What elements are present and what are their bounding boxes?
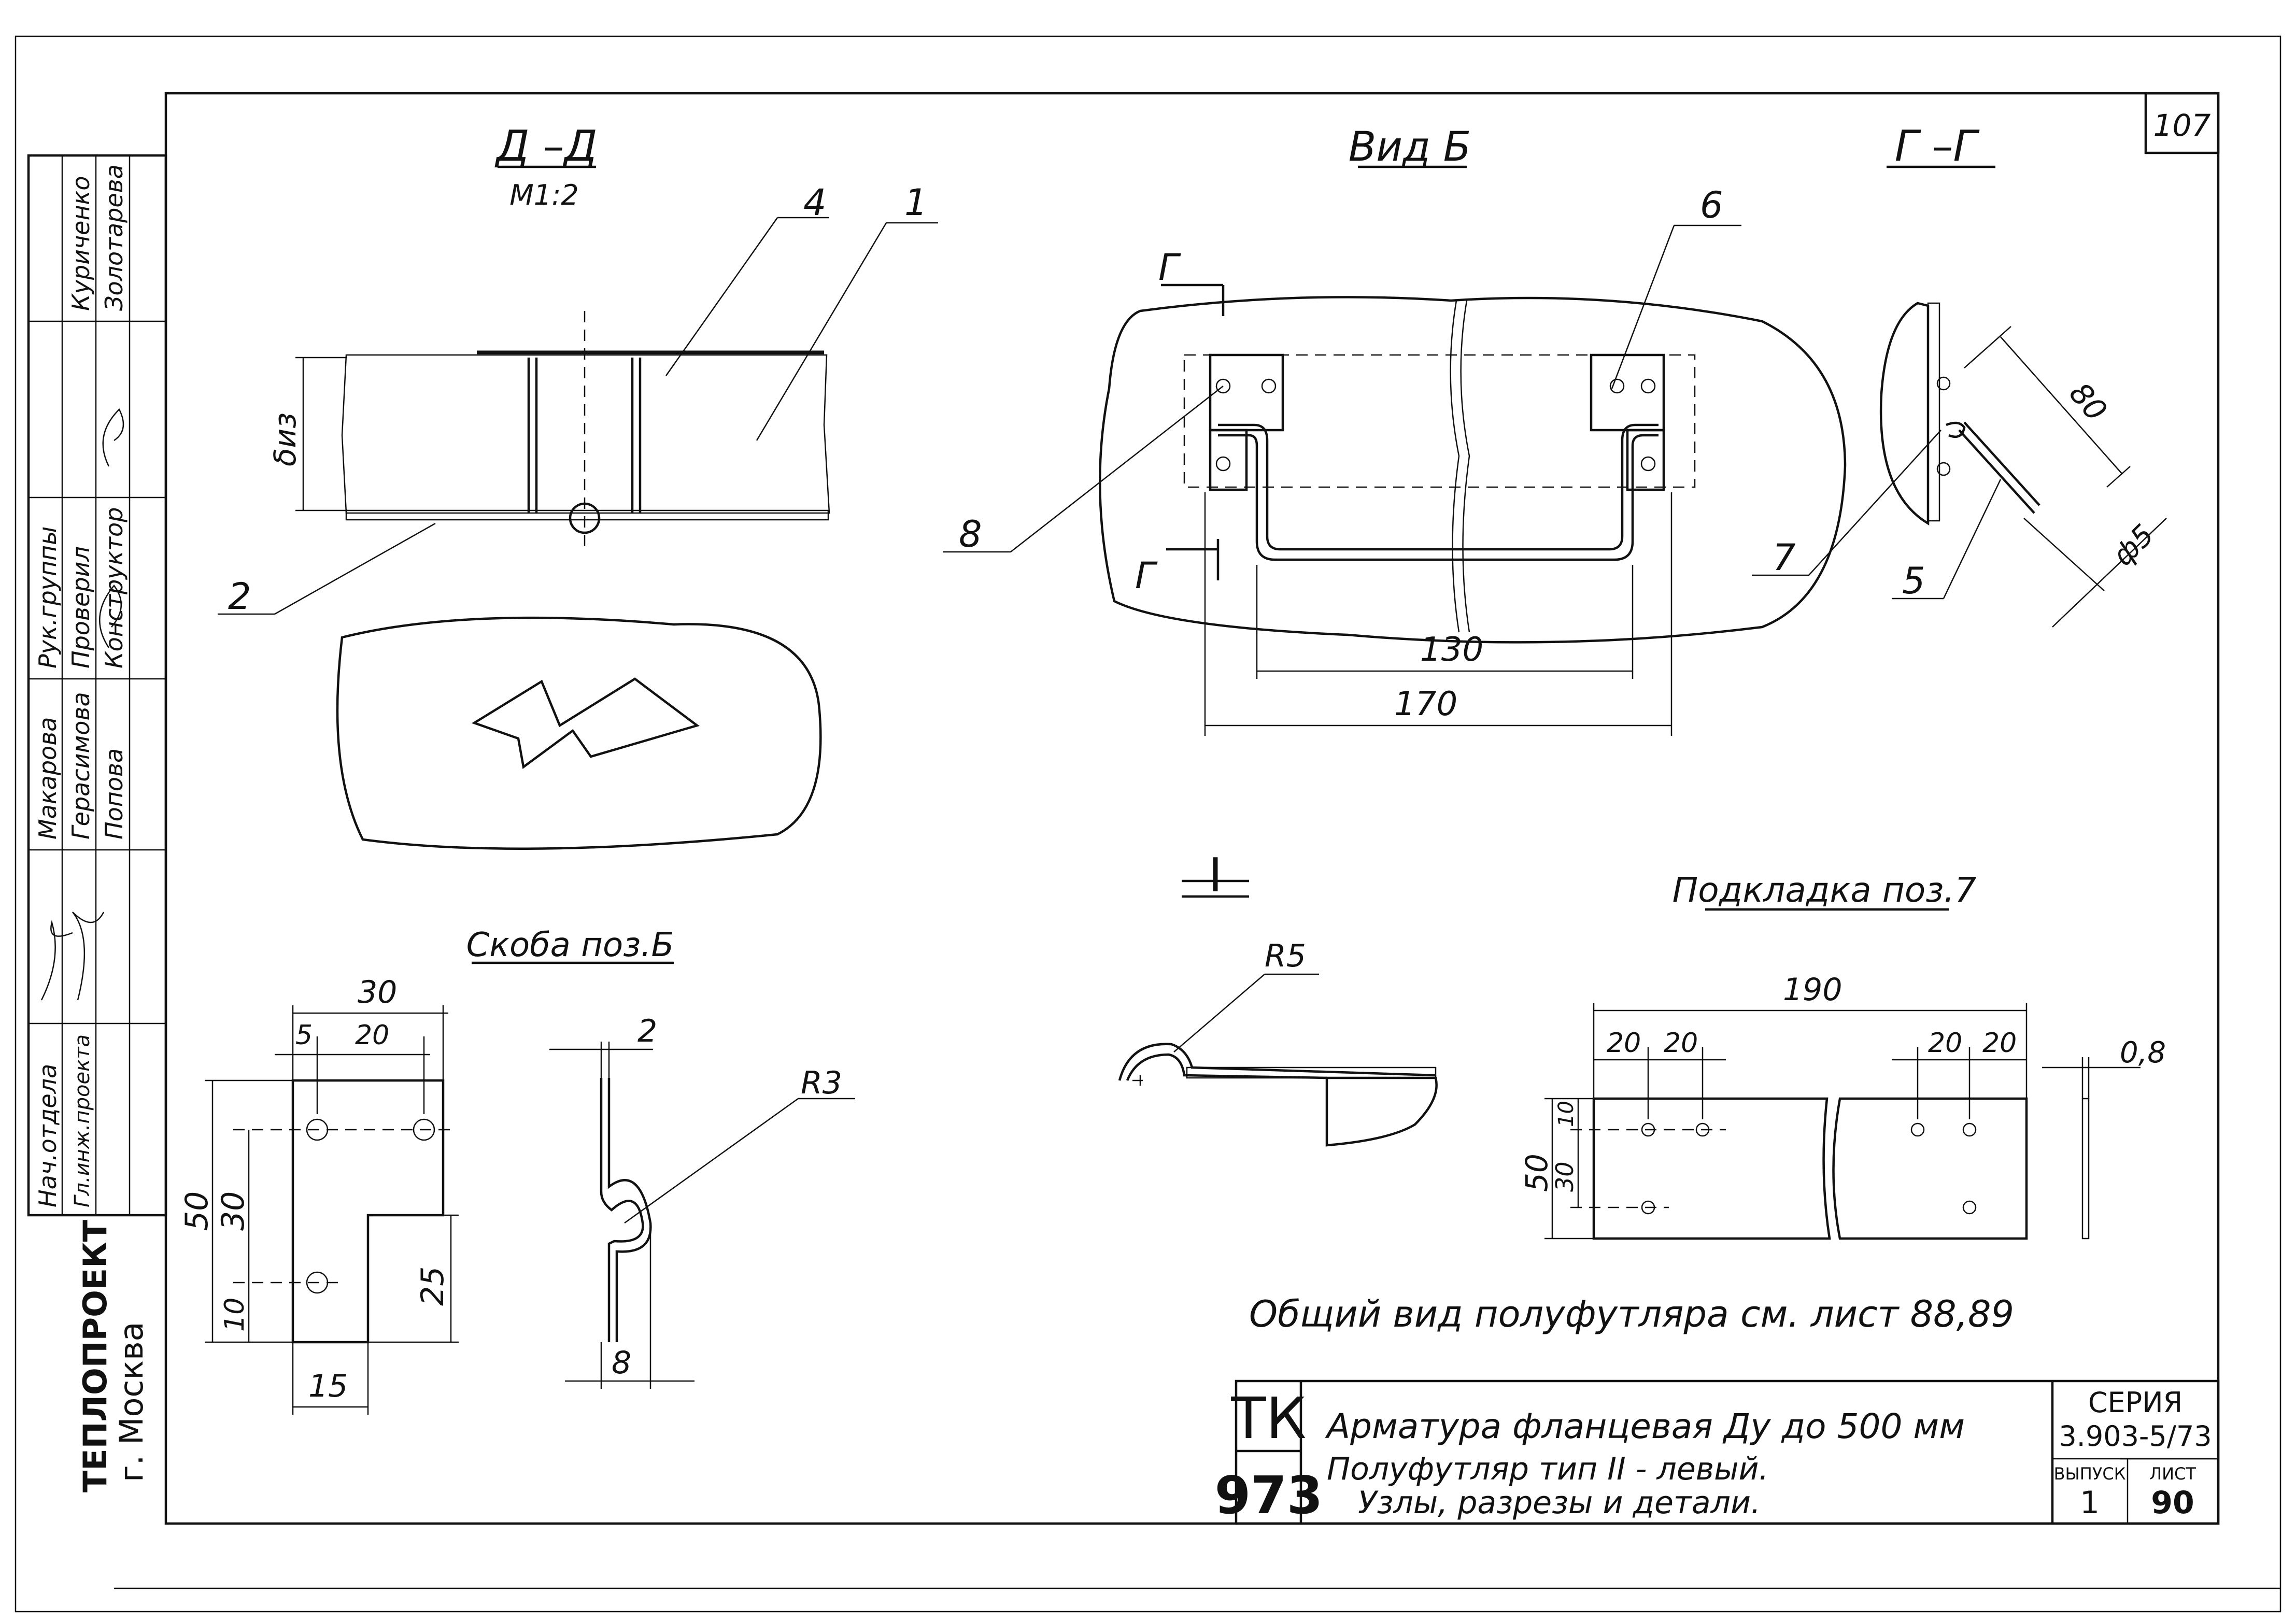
stamp-role: Конструктор bbox=[100, 507, 128, 668]
label-pos-8: 8 bbox=[959, 513, 982, 556]
dim-80: 80 bbox=[2062, 376, 2114, 428]
detail-i-insulation bbox=[1325, 1076, 1438, 1147]
detail-i-profile bbox=[1118, 1043, 1436, 1081]
view-dd-title: Д –Д bbox=[494, 122, 597, 171]
dim-phi5: ф5 bbox=[2106, 518, 2161, 573]
tb-sheet-label: ЛИСТ bbox=[2149, 1464, 2196, 1484]
mesh-cloth bbox=[336, 616, 822, 850]
stamp-name: Герасимова bbox=[67, 692, 95, 840]
stamp-city: г. Москва bbox=[112, 1322, 150, 1483]
stamp-role: Проверил bbox=[67, 546, 95, 668]
label-pos-4: 4 bbox=[803, 181, 827, 224]
stamp-name: Золотарева bbox=[100, 164, 128, 311]
tb-sheet-value: 90 bbox=[2151, 1485, 2194, 1521]
bracket-right-plate bbox=[1590, 353, 1665, 432]
sheet-number-box: 107 bbox=[2144, 92, 2220, 154]
stamp-org: ТЕПЛОПРОЕКТ bbox=[76, 1220, 114, 1492]
view-gg-title: Г –Г bbox=[1895, 122, 1980, 171]
dim-20a: 20 bbox=[1607, 1028, 1641, 1059]
skoba-title: Скоба поз.Б bbox=[466, 926, 674, 964]
dim-skoba-8: 8 bbox=[612, 1345, 631, 1381]
label-pos-6: 6 bbox=[1700, 184, 1723, 226]
dim-skoba-30: 30 bbox=[358, 974, 397, 1011]
outer-frame bbox=[15, 35, 2281, 1613]
dim-skoba-50: 50 bbox=[179, 1191, 215, 1231]
view-dd: Д –Д М1:2 4 1 2 δиз bbox=[218, 122, 938, 850]
dim-skoba-5: 5 bbox=[295, 1020, 313, 1051]
podkladka-title: Подкладка поз.7 bbox=[1673, 870, 1977, 910]
dim-plate-30: 30 bbox=[1551, 1161, 1579, 1192]
stamp-role: Нач.отдела bbox=[34, 1064, 62, 1207]
label-pos-5: 5 bbox=[1902, 560, 1925, 602]
dim-skoba-2: 2 bbox=[637, 1013, 657, 1049]
signature-mark bbox=[40, 912, 105, 1001]
signature-mark bbox=[99, 408, 124, 648]
view-b-title: Вид Б bbox=[1349, 124, 1471, 170]
dim-skoba-r3: R3 bbox=[801, 1065, 842, 1101]
view-podkladka: Подкладка поз.7 190 20 20 20 20 0,8 50 3… bbox=[1519, 870, 2166, 1240]
stamp-role: Гл.инж.проекта bbox=[70, 1034, 94, 1207]
general-view-note: Общий вид полуфутляра см. лист 88,89 bbox=[1249, 1293, 2014, 1335]
mesh-zigzag-cut bbox=[471, 677, 700, 769]
dim-skoba-30v: 30 bbox=[215, 1191, 251, 1231]
dim-170: 170 bbox=[1394, 685, 1457, 723]
dim-20c: 20 bbox=[1928, 1028, 1962, 1059]
dim-20b: 20 bbox=[1664, 1028, 1698, 1059]
dim-130: 130 bbox=[1420, 631, 1483, 669]
dim-skoba-20: 20 bbox=[355, 1020, 389, 1051]
view-gg: Г –Г 80 ф5 7 5 bbox=[1752, 122, 2167, 628]
label-pos-2: 2 bbox=[228, 575, 251, 618]
tb-issue-value: 1 bbox=[2080, 1485, 2100, 1521]
dim-skoba-25: 25 bbox=[415, 1267, 451, 1306]
stamp-role: Рук.группы bbox=[34, 527, 62, 668]
dim-plate-10: 10 bbox=[1554, 1101, 1578, 1127]
section-mark-g-top: Г bbox=[1158, 246, 1181, 289]
dim-thickness: δиз bbox=[267, 412, 303, 466]
view-b: Вид Б Г Г 6 8 130 170 bbox=[943, 124, 1847, 736]
dim-20d: 20 bbox=[1982, 1028, 2017, 1059]
tb-title-line1: Арматура фланцевая Ду до 500 мм bbox=[1325, 1406, 1965, 1446]
tb-issue-label: ВЫПУСК bbox=[2054, 1464, 2126, 1484]
insulation-panel bbox=[341, 354, 830, 514]
gg-insulation bbox=[1879, 302, 1930, 525]
view-detail-i: I R5 bbox=[1118, 848, 1438, 1147]
stamp-name: Попова bbox=[100, 748, 128, 840]
tb-title-line2: Полуфутляр тип II - левый. bbox=[1327, 1451, 1769, 1487]
dim-190: 190 bbox=[1783, 972, 1843, 1008]
tb-title-line3: Узлы, разрезы и детали. bbox=[1358, 1485, 1761, 1521]
tb-code-tk: ТК bbox=[1230, 1385, 1306, 1452]
dim-skoba-15: 15 bbox=[308, 1368, 348, 1404]
view-dd-scale: М1:2 bbox=[509, 179, 579, 211]
podkladka-plate bbox=[1592, 1097, 2028, 1240]
side-stamp: Нач.отдела Гл.инж.проекта Рук.группы Про… bbox=[27, 154, 167, 1492]
dim-0-8: 0,8 bbox=[2120, 1036, 2166, 1070]
label-pos-1: 1 bbox=[904, 181, 928, 224]
tb-code-num: 973 bbox=[1215, 1465, 1323, 1526]
tb-series-label: СЕРИЯ bbox=[2088, 1386, 2182, 1419]
sheet-number: 107 bbox=[2153, 108, 2211, 143]
handle-bar bbox=[1218, 423, 1659, 551]
dim-skoba-10: 10 bbox=[219, 1298, 250, 1332]
view-b-outline bbox=[1098, 296, 1847, 644]
dim-plate-50: 50 bbox=[1519, 1154, 1554, 1192]
dim-r5: R5 bbox=[1265, 938, 1306, 974]
section-mark-g-bottom: Г bbox=[1135, 554, 1158, 597]
skoba-profile bbox=[600, 1078, 652, 1342]
title-block: ТК 973 Арматура фланцевая Ду до 500 мм П… bbox=[1215, 1379, 2220, 1526]
stamp-name: Куриченко bbox=[67, 176, 95, 311]
tb-series-value: 3.903-5/73 bbox=[2059, 1420, 2212, 1453]
stamp-name: Макарова bbox=[34, 717, 62, 840]
view-skoba: Скоба поз.Б 30 5 20 50 30 10 25 15 bbox=[179, 926, 855, 1415]
detail-i-title: I bbox=[1209, 848, 1223, 903]
label-pos-7: 7 bbox=[1773, 536, 1796, 579]
